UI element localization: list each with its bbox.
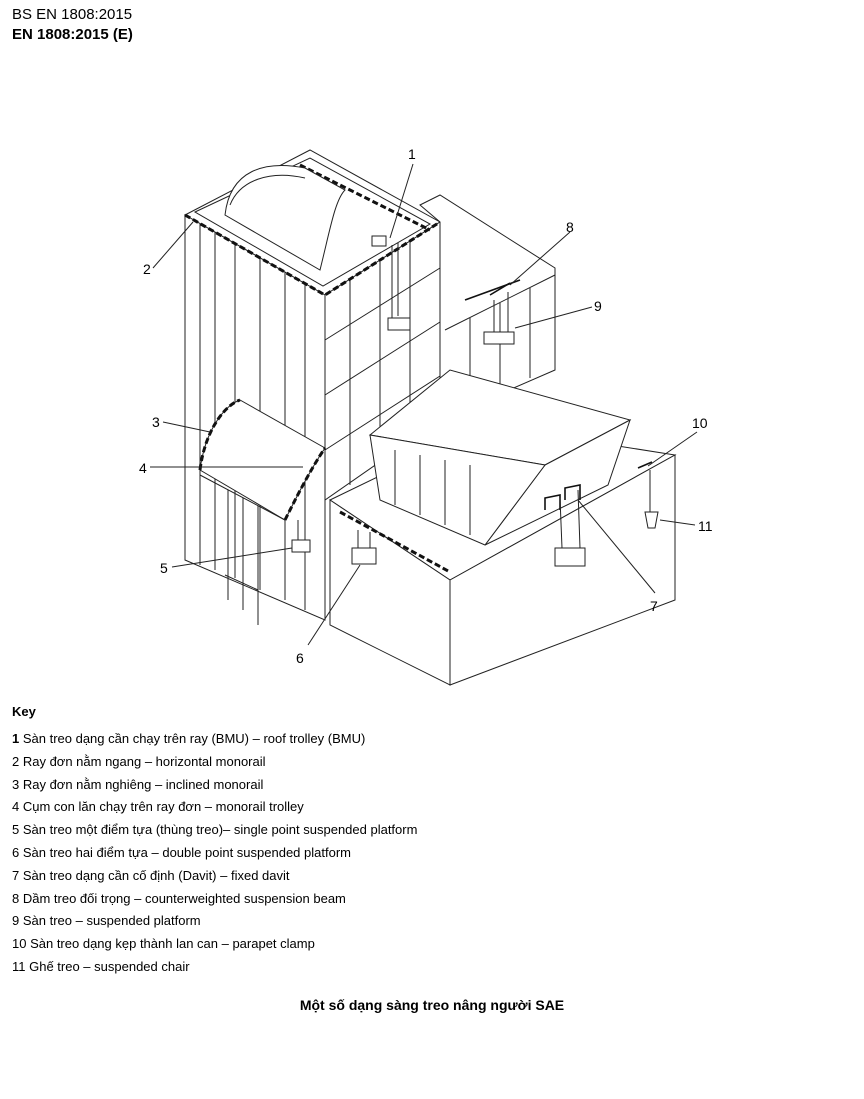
callout-6: 6 <box>296 650 304 666</box>
key-item-1: 1 Sàn treo dạng cần chạy trên ray (BMU) … <box>12 731 366 746</box>
key-list: 1 Sàn treo dạng cần chạy trên ray (BMU) … <box>12 728 417 979</box>
standard-code-edition: EN 1808:2015 (E) <box>12 26 133 43</box>
key-item-9: 9 Sàn treo – suspended platform <box>12 913 201 929</box>
key-item-2: 2 Ray đơn nằm ngang – horizontal monorai… <box>12 753 266 769</box>
key-item-4: 4 Cụm con lăn chạy trên ray đơn – monora… <box>12 799 304 815</box>
key-item-10: 10 Sàn treo dạng kẹp thành lan can – par… <box>12 936 315 952</box>
key-item-8: 8 Dầm treo đối trọng – counterweighted s… <box>12 890 346 906</box>
callout-5: 5 <box>160 560 168 576</box>
callout-10: 10 <box>692 415 708 431</box>
callout-7: 7 <box>650 598 658 614</box>
key-item-11: 11 Ghế treo – suspended chair <box>12 958 190 974</box>
callout-3: 3 <box>152 414 160 430</box>
key-item-3: 3 Ray đơn nằm nghiêng – inclined monorai… <box>12 776 264 792</box>
low-wing <box>328 369 677 686</box>
rear-building <box>419 194 556 421</box>
callout-2: 2 <box>143 261 151 277</box>
key-item-6: 6 Sàn treo hai điểm tựa – double point s… <box>12 844 351 860</box>
key-item-5: 5 Sàn treo một điểm tựa (thùng treo)– si… <box>12 822 418 838</box>
standard-code: BS EN 1808:2015 <box>12 6 133 23</box>
callout-9: 9 <box>594 298 602 314</box>
canopy <box>198 398 377 625</box>
figure-caption: Một số dạng sàng treo nâng người SAE <box>299 997 565 1013</box>
callout-1: 1 <box>408 146 416 162</box>
key-title: Key <box>12 704 36 719</box>
callout-4: 4 <box>139 460 147 476</box>
callout-leaders <box>150 163 698 646</box>
key-item-7: 7 Sàn treo dạng cần cố định (Davit) – fi… <box>12 867 290 883</box>
callout-11: 11 <box>698 518 713 534</box>
callout-8: 8 <box>566 219 574 235</box>
building-maintenance-illustration: 1 2 3 4 5 6 7 8 9 10 11 <box>139 146 713 686</box>
